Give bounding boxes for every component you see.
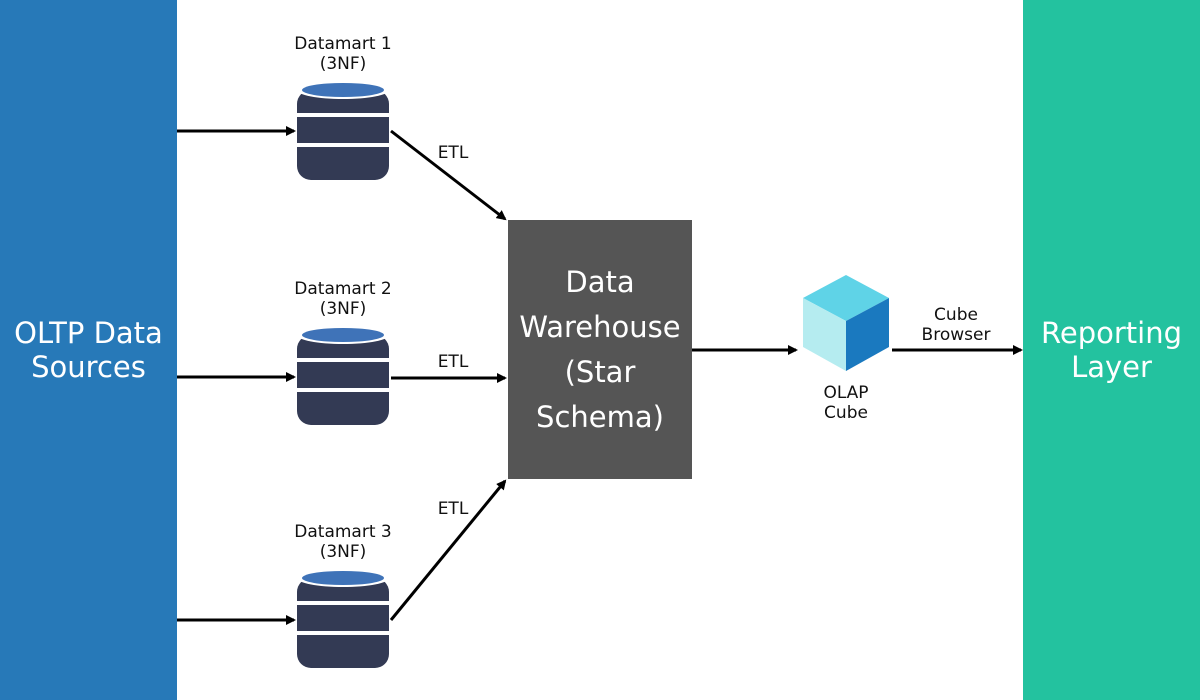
datamart-1-label: Datamart 1 (3NF) — [294, 34, 392, 74]
datamart-3-label: Datamart 3 (3NF) — [294, 522, 392, 562]
data-warehouse-box: Data Warehouse (Star Schema) — [508, 220, 692, 479]
etl-arrow-1 — [390, 129, 507, 221]
database-icon — [297, 569, 389, 668]
database-icon — [297, 81, 389, 180]
database-icon — [297, 326, 389, 425]
oltp-sources-panel: OLTP Data Sources — [0, 0, 177, 700]
reporting-layer-label: Reporting Layer — [1041, 316, 1182, 384]
etl-arrow-3 — [389, 479, 507, 621]
cube-icon — [803, 275, 889, 371]
etl-label-2: ETL — [437, 352, 469, 372]
etl-label-3: ETL — [437, 499, 469, 519]
data-warehouse-label: Data Warehouse (Star Schema) — [519, 264, 681, 434]
cube-browser-label: Cube Browser — [921, 305, 991, 345]
datamart-2-label: Datamart 2 (3NF) — [294, 279, 392, 319]
olap-cube-label: OLAP Cube — [823, 383, 869, 423]
reporting-layer-panel: Reporting Layer — [1023, 0, 1200, 700]
etl-label-1: ETL — [437, 143, 469, 163]
oltp-sources-label: OLTP Data Sources — [14, 316, 163, 384]
